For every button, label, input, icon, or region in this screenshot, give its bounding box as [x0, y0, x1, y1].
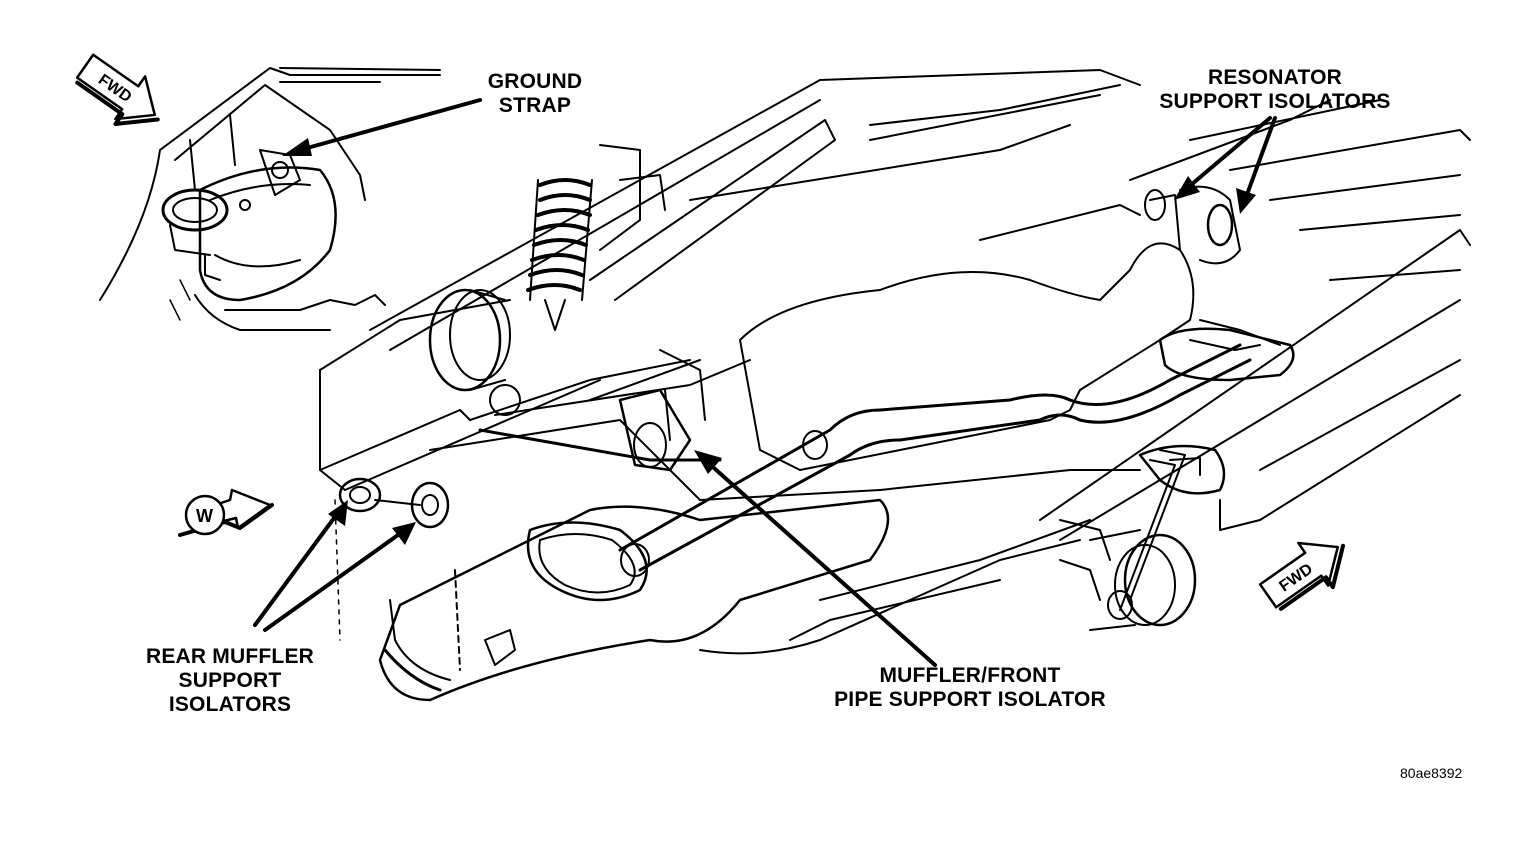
fwd-arrow-bottom-right: FWD — [1258, 541, 1346, 611]
ground-strap-line-2: STRAP — [498, 94, 572, 117]
right-shock — [1119, 444, 1226, 611]
resonator-isolator-leaders — [1174, 116, 1277, 214]
front-pipe-isolator — [618, 349, 706, 472]
fuel-tank — [739, 185, 1241, 471]
figure-code: 80ae8392 — [1400, 765, 1463, 781]
frame-rails — [319, 69, 1471, 655]
rear-muffler — [334, 498, 890, 702]
fwd-arrow-top-left: FWD — [75, 53, 160, 127]
rear-muffler-isolators-label: REAR MUFFLER SUPPORT ISOLATORS — [135, 645, 325, 717]
front-pipe-line-1: MUFFLER/FRONT — [879, 664, 1061, 687]
front-pipe-isolator-leader — [694, 450, 937, 667]
resonator — [1158, 319, 1295, 382]
front-pipe-line-2: PIPE SUPPORT ISOLATOR — [834, 688, 1106, 711]
w-arrow: W — [178, 488, 274, 537]
rear-muffler-line-1: REAR MUFFLER — [145, 645, 315, 668]
rear-isolator-leaders — [253, 500, 416, 632]
resonator-line-2: SUPPORT ISOLATORS — [1159, 90, 1391, 113]
w-label: W — [196, 506, 213, 526]
resonator-isolators-label: RESONATOR SUPPORT ISOLATORS — [1150, 66, 1400, 114]
muffler-front-pipe-isolator-label: MUFFLER/FRONT PIPE SUPPORT ISOLATOR — [820, 664, 1120, 712]
rear-isolators — [338, 477, 450, 529]
ground-strap-inset — [99, 67, 441, 331]
rear-muffler-line-3: ISOLATORS — [168, 693, 292, 716]
coil-spring — [526, 178, 593, 331]
ground-strap-label: GROUND STRAP — [470, 70, 600, 118]
exhaust-pipe — [618, 343, 1252, 577]
ground-strap-leader — [282, 98, 482, 156]
ground-strap-line-1: GROUND — [487, 70, 583, 93]
rear-muffler-line-2: SUPPORT — [178, 669, 282, 692]
resonator-line-1: RESONATOR — [1207, 66, 1343, 89]
right-brake-drum — [1059, 519, 1197, 631]
left-brake-drum — [428, 288, 751, 462]
